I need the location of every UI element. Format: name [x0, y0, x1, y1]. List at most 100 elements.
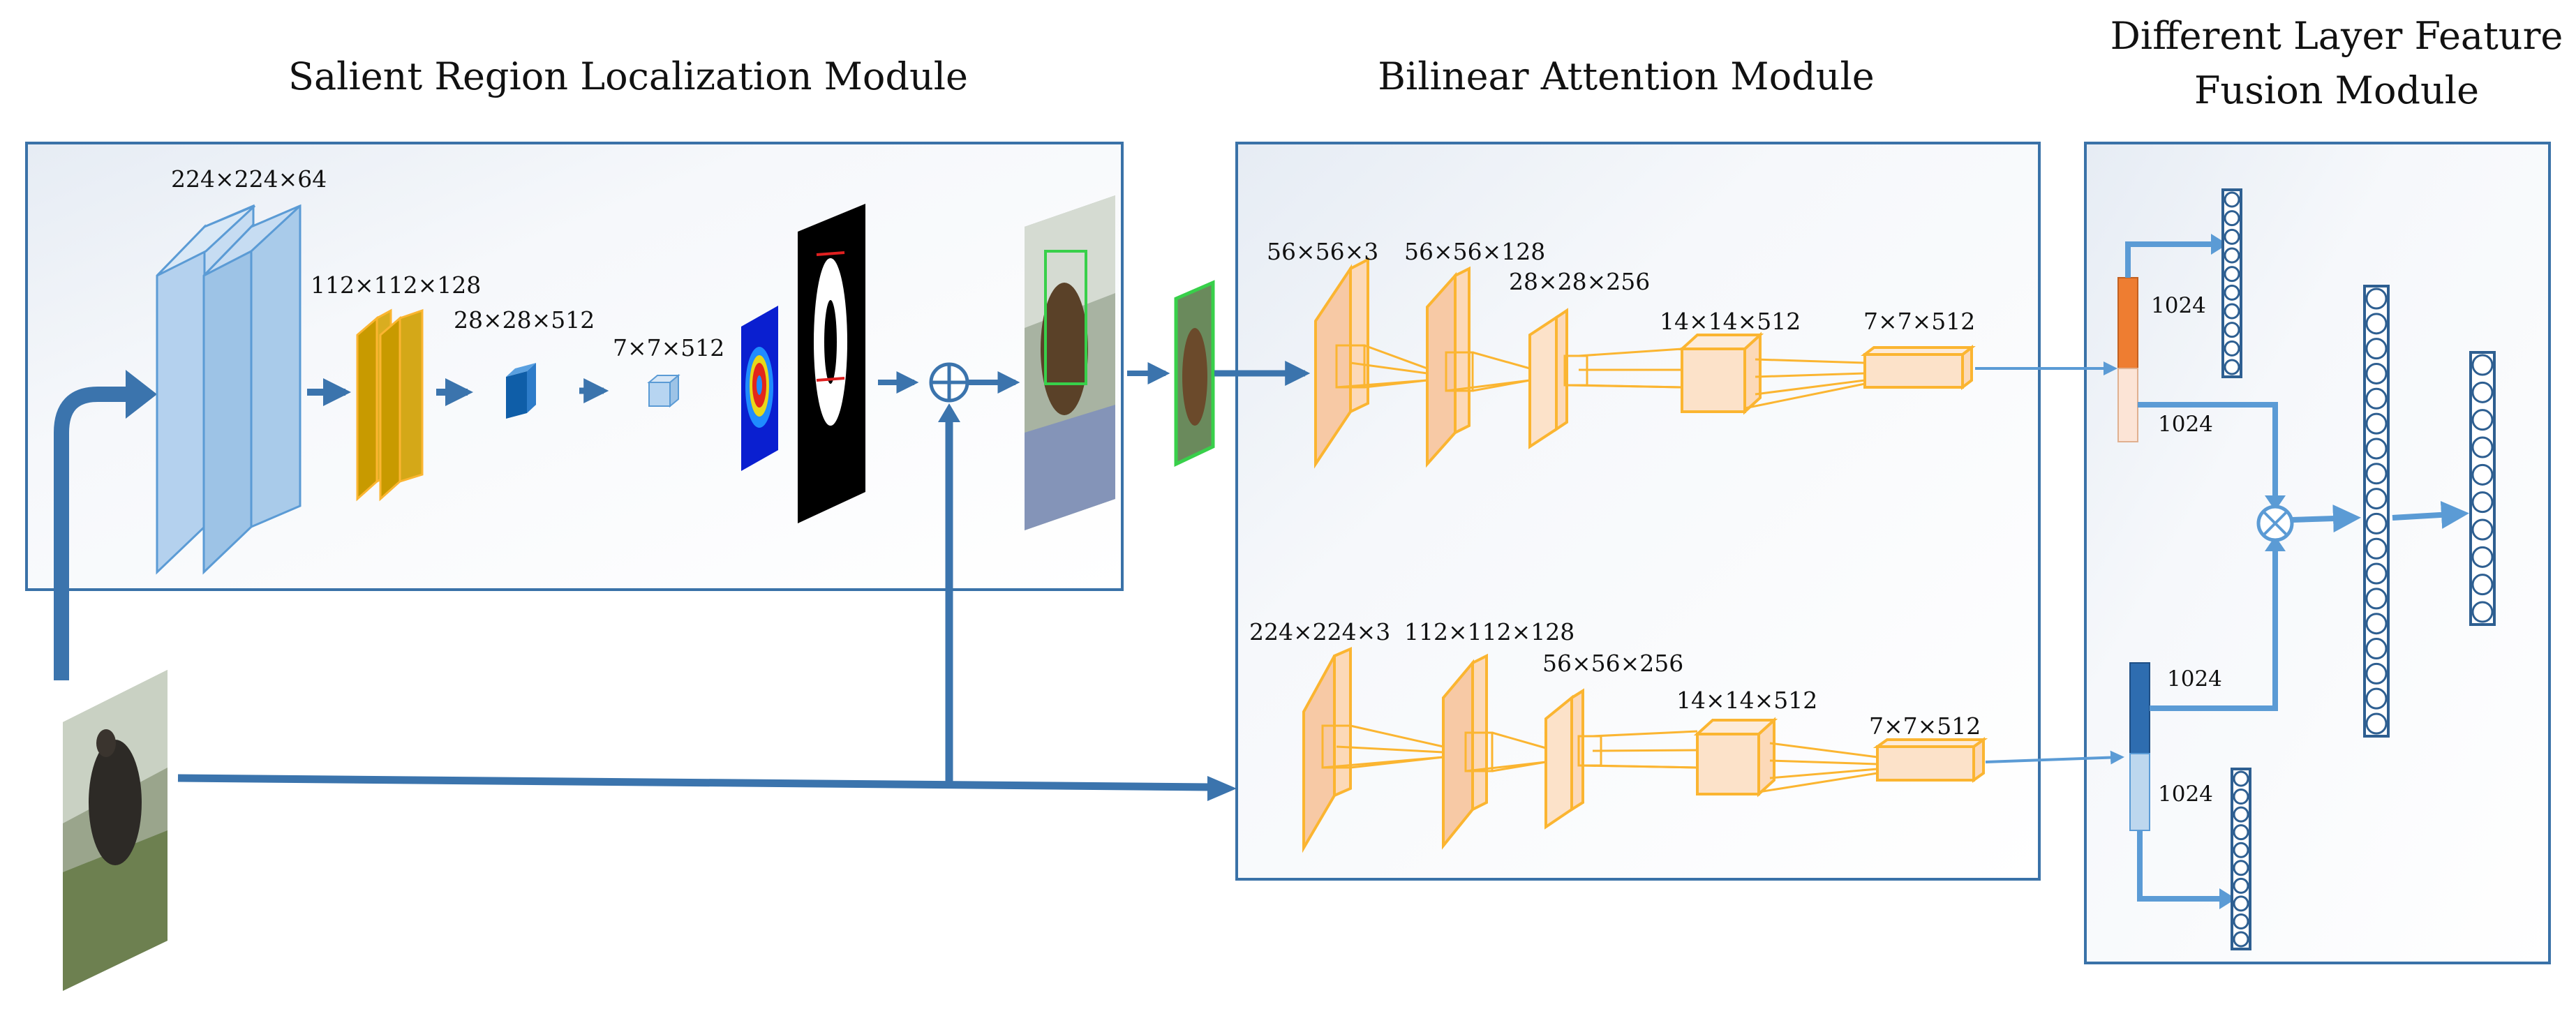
input-to-bilinear-line [177, 774, 1212, 791]
dim-label-bottom-56x56x256: 56×56×256 [1542, 650, 1683, 677]
element-sum-node [929, 362, 969, 403]
neuron [2233, 824, 2249, 841]
input-to-bilinear-arrowhead [1207, 776, 1237, 801]
dim-label-28x28x512: 28×28×512 [454, 306, 595, 334]
dim-label-112x112x128: 112×112×128 [311, 271, 481, 299]
neuron [2471, 491, 2494, 514]
cropped-salient-patch [1174, 280, 1215, 467]
dim-label-top-56x56x3: 56×56×3 [1267, 238, 1378, 265]
neuron [2233, 860, 2249, 876]
bottom-to-product-arrowhead [2265, 536, 2286, 551]
neuron [2224, 247, 2240, 264]
neuron [2471, 463, 2494, 486]
fc1-to-fc2-arrow [2392, 500, 2469, 529]
dim-label-bottom-224x224x3: 224×224×3 [1249, 618, 1390, 645]
neuron [2365, 438, 2388, 460]
dim-label-bottom-112x112x128: 112×112×128 [1404, 618, 1574, 645]
top-to-product-arrowhead [2265, 495, 2286, 511]
conv-layer-224x224x64 [156, 204, 301, 575]
neuron [2471, 354, 2494, 376]
neuron [2365, 463, 2388, 485]
dim-label-bottom-14x14x512: 14×14×512 [1676, 687, 1817, 714]
bottom-feature-vector [2129, 662, 2150, 831]
dim-label-top-28x28x256: 28×28×256 [1509, 268, 1650, 295]
neuron [2471, 546, 2494, 568]
top-feature-vector [2117, 277, 2138, 442]
salient-module-title: Salient Region Localization Module [288, 54, 968, 98]
neuron [2233, 895, 2249, 912]
fusion-label-1024-b: 1024 [2158, 412, 2213, 437]
input-to-salient-arrowhead [126, 370, 157, 419]
neuron [2471, 601, 2494, 623]
bottom-to-lower-fc-arrowhead [2219, 888, 2236, 909]
product-to-fc1-arrow [2291, 505, 2361, 533]
input-image [63, 670, 167, 991]
neuron [2471, 409, 2494, 431]
top-to-upper-fc-arrowhead [2211, 234, 2228, 255]
fusion-module-title-line2: Fusion Module [2194, 68, 2479, 112]
dim-label-7x7x512: 7×7×512 [613, 334, 724, 361]
outer-product-node [2256, 505, 2294, 542]
conv-layer-28x28x512 [506, 363, 536, 419]
neuron [2365, 588, 2388, 610]
output-fc-layer [2469, 351, 2496, 626]
bilinear-module-title: Bilinear Attention Module [1378, 54, 1874, 98]
dim-label-top-14x14x512: 14×14×512 [1660, 308, 1801, 335]
bilinear-bottom-stream [1302, 646, 1988, 853]
dim-label-bottom-7x7x512: 7×7×512 [1869, 712, 1981, 740]
fusion-label-1024-c: 1024 [2167, 666, 2222, 692]
neuron [2365, 338, 2388, 360]
conv-layer-7x7x512 [647, 373, 680, 408]
neuron [2365, 512, 2388, 535]
dim-label-top-7x7x512: 7×7×512 [1863, 308, 1975, 335]
neuron [2224, 322, 2240, 338]
neuron [2471, 436, 2494, 458]
bottom-to-lower-fc-arrow [2137, 830, 2219, 902]
neuron [2233, 913, 2249, 929]
localized-region-image [1025, 195, 1115, 530]
neuron [2365, 313, 2388, 335]
neuron [2471, 518, 2494, 541]
fusion-label-1024-a: 1024 [2151, 293, 2206, 318]
neuron [2365, 687, 2388, 710]
neuron [2365, 712, 2388, 735]
neuron [2233, 789, 2249, 805]
bottom-features-to-fusion-line [1985, 750, 2124, 765]
neuron [2224, 359, 2240, 375]
upper-fc-layer [2221, 188, 2242, 378]
top-to-upper-fc-arrow [2125, 241, 2212, 278]
neuron [2224, 228, 2240, 245]
lower-fc-layer [2231, 768, 2251, 950]
conv-layer-112x112x128 [356, 308, 424, 502]
neuron [2224, 340, 2240, 357]
neuron [2365, 412, 2388, 435]
bottom-to-product-arrow [2150, 550, 2278, 711]
neuron [2365, 488, 2388, 510]
neuron [2471, 381, 2494, 403]
neuron [2365, 287, 2388, 310]
neuron [2233, 842, 2249, 858]
input-to-salient-arrow [54, 387, 129, 680]
attention-heatmap [741, 306, 778, 471]
neuron [2233, 806, 2249, 823]
neuron [2365, 662, 2388, 685]
neuron [2224, 210, 2240, 227]
dim-label-224x224x64: 224×224×64 [171, 165, 327, 193]
input-to-sum-arrowhead [938, 403, 960, 422]
layer-frame [2363, 285, 2390, 738]
fusion-label-1024-d: 1024 [2158, 782, 2213, 807]
neuron [2224, 191, 2240, 208]
bilinear-top-stream [1314, 257, 1976, 469]
neuron [2365, 562, 2388, 585]
neuron [2365, 362, 2388, 384]
neuron [2471, 574, 2494, 596]
neuron [2233, 877, 2249, 894]
neuron [2365, 537, 2388, 560]
neuron [2365, 387, 2388, 410]
fused-fc-layer [2363, 285, 2390, 738]
neuron [2365, 613, 2388, 635]
top-to-product-arrow [2138, 402, 2278, 497]
neuron [2224, 266, 2240, 283]
neuron [2224, 303, 2240, 320]
